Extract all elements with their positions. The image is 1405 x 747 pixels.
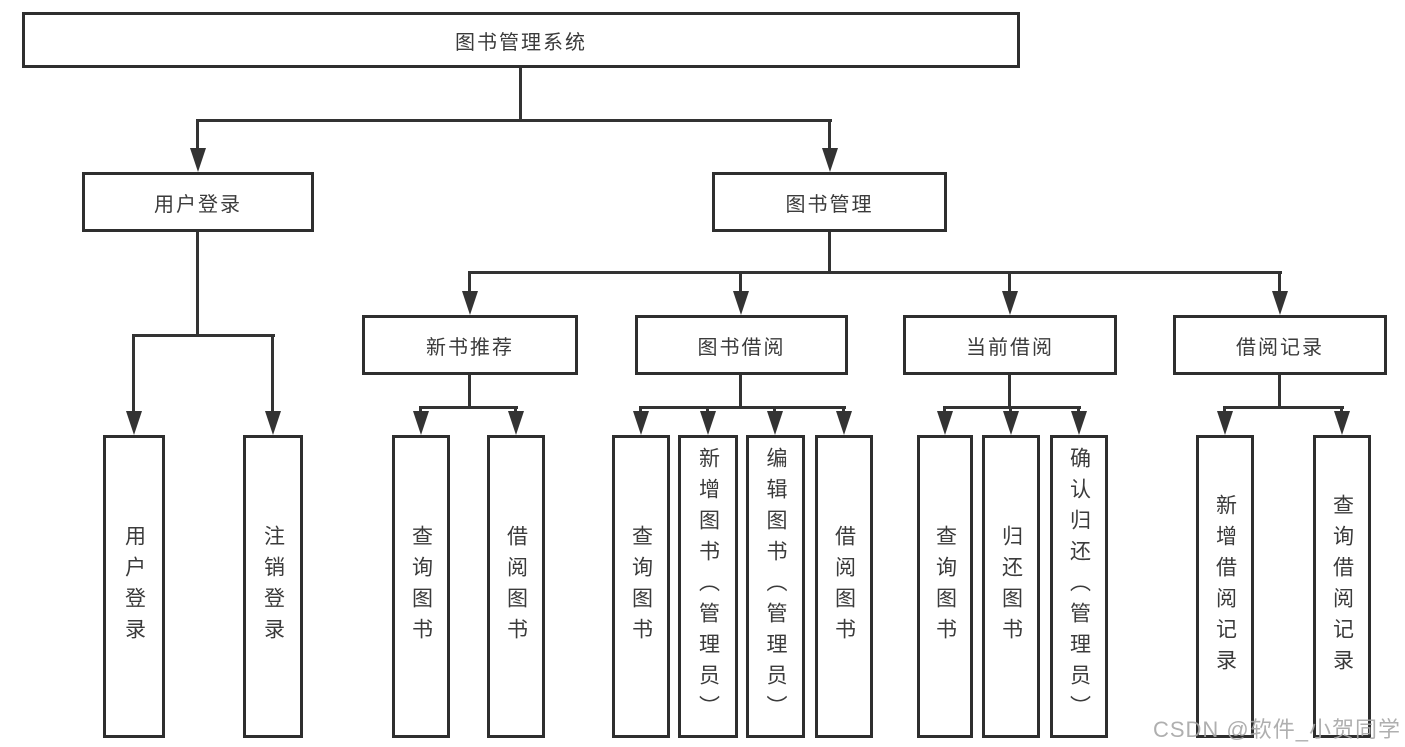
node-leaf-query-books-1: 查询图书	[392, 435, 450, 738]
connector-drop-leaf	[1223, 406, 1226, 414]
connector-drop-leaf	[773, 406, 776, 414]
connector-drop-leaf	[943, 406, 946, 414]
connector-borrowrecords-bus	[1224, 406, 1344, 409]
arrow-down-icon	[1003, 411, 1019, 435]
node-label: 借阅图书	[504, 524, 528, 649]
connector-drop-leaf	[419, 406, 422, 414]
connector-userlogin-stem	[196, 232, 199, 336]
arrow-down-icon	[265, 411, 281, 435]
node-label: 图书管理	[785, 193, 874, 216]
node-label: 查询图书	[409, 524, 433, 649]
arrow-down-icon	[1334, 411, 1350, 435]
connector-drop-leaf	[514, 406, 517, 414]
node-label: 查询图书	[629, 524, 653, 649]
node-leaf-edit-book-admin: 编辑图书（管理员）	[746, 435, 805, 738]
connector-drop-newbook	[468, 271, 471, 293]
connector-drop-leaf	[639, 406, 642, 414]
connector-drop-leaf	[132, 334, 135, 413]
node-label: 新书推荐	[426, 336, 514, 359]
connector-newbook-bus	[420, 406, 518, 409]
connector-drop-borrowrecords	[1278, 271, 1281, 293]
node-label: 归还图书	[999, 524, 1023, 649]
node-label: 查询借阅记录	[1330, 493, 1354, 680]
node-leaf-return-book: 归还图书	[982, 435, 1040, 738]
arrow-down-icon	[700, 411, 716, 435]
node-leaf-borrow-books-1: 借阅图书	[487, 435, 545, 738]
node-leaf-add-borrow-record: 新增借阅记录	[1196, 435, 1254, 738]
node-leaf-query-books-3: 查询图书	[917, 435, 973, 738]
arrow-down-icon	[767, 411, 783, 435]
connector-bookborrow-stem	[739, 375, 742, 409]
node-label: 用户登录	[154, 193, 242, 216]
node-leaf-confirm-return-admin: 确认归还（管理员）	[1050, 435, 1108, 738]
connector-borrowrecords-stem	[1278, 375, 1281, 409]
node-label: 注销登录	[261, 524, 285, 649]
connector-currentborrow-stem	[1008, 375, 1011, 409]
node-leaf-query-borrow-record: 查询借阅记录	[1313, 435, 1371, 738]
node-leaf-user-login: 用户登录	[103, 435, 165, 738]
arrow-down-icon	[1002, 291, 1018, 315]
node-label: 借阅图书	[832, 524, 856, 649]
arrow-down-icon	[462, 291, 478, 315]
node-label: 确认归还（管理员）	[1067, 447, 1091, 726]
watermark: CSDN @软件_小贺同学	[1152, 717, 1401, 742]
arrow-down-icon	[508, 411, 524, 435]
arrow-down-icon	[126, 411, 142, 435]
connector-drop-leaf	[1340, 406, 1343, 414]
arrow-down-icon	[1071, 411, 1087, 435]
connector-root-bus	[197, 119, 832, 122]
node-leaf-logout: 注销登录	[243, 435, 303, 738]
connector-drop-leaf	[271, 334, 274, 413]
node-book-borrow: 图书借阅	[635, 315, 848, 375]
arrow-down-icon	[822, 148, 838, 172]
arrow-down-icon	[836, 411, 852, 435]
connector-currentborrow-bus	[944, 406, 1081, 409]
arrow-down-icon	[633, 411, 649, 435]
arrow-down-icon	[1272, 291, 1288, 315]
node-label: 用户登录	[122, 524, 146, 649]
connector-bookborrow-bus	[640, 406, 846, 409]
node-leaf-query-books-2: 查询图书	[612, 435, 670, 738]
node-borrow-records: 借阅记录	[1173, 315, 1387, 375]
node-label: 编辑图书（管理员）	[764, 447, 787, 726]
arrow-down-icon	[190, 148, 206, 172]
arrow-down-icon	[733, 291, 749, 315]
connector-userlogin-bus	[133, 334, 275, 337]
connector-drop-currentborrow	[1008, 271, 1011, 293]
arrow-down-icon	[1217, 411, 1233, 435]
connector-newbook-stem	[468, 375, 471, 409]
connector-drop-user-login	[196, 119, 199, 150]
node-label: 新增图书（管理员）	[696, 447, 720, 726]
node-label: 图书借阅	[697, 336, 786, 359]
node-label: 查询图书	[933, 524, 957, 649]
node-label: 当前借阅	[966, 336, 1054, 359]
connector-drop-book-management	[828, 119, 831, 150]
node-leaf-add-book-admin: 新增图书（管理员）	[678, 435, 738, 738]
node-leaf-borrow-books-2: 借阅图书	[815, 435, 873, 738]
connector-bookmgmt-bus	[469, 271, 1282, 274]
node-book-management: 图书管理	[712, 172, 947, 232]
connector-bookmgmt-stem	[828, 232, 831, 273]
connector-drop-bookborrow	[739, 271, 742, 293]
connector-drop-leaf	[1077, 406, 1080, 414]
arrow-down-icon	[937, 411, 953, 435]
node-current-borrow: 当前借阅	[903, 315, 1117, 375]
connector-drop-leaf	[842, 406, 845, 414]
node-label: 图书管理系统	[455, 31, 587, 54]
connector-drop-leaf	[1009, 406, 1012, 414]
connector-root-stem	[519, 66, 522, 121]
node-new-book-recommend: 新书推荐	[362, 315, 578, 375]
arrow-down-icon	[413, 411, 429, 435]
node-user-login: 用户登录	[82, 172, 314, 232]
node-root: 图书管理系统	[22, 12, 1020, 68]
node-label: 借阅记录	[1236, 336, 1324, 359]
connector-drop-leaf	[706, 406, 709, 414]
node-label: 新增借阅记录	[1213, 493, 1237, 680]
